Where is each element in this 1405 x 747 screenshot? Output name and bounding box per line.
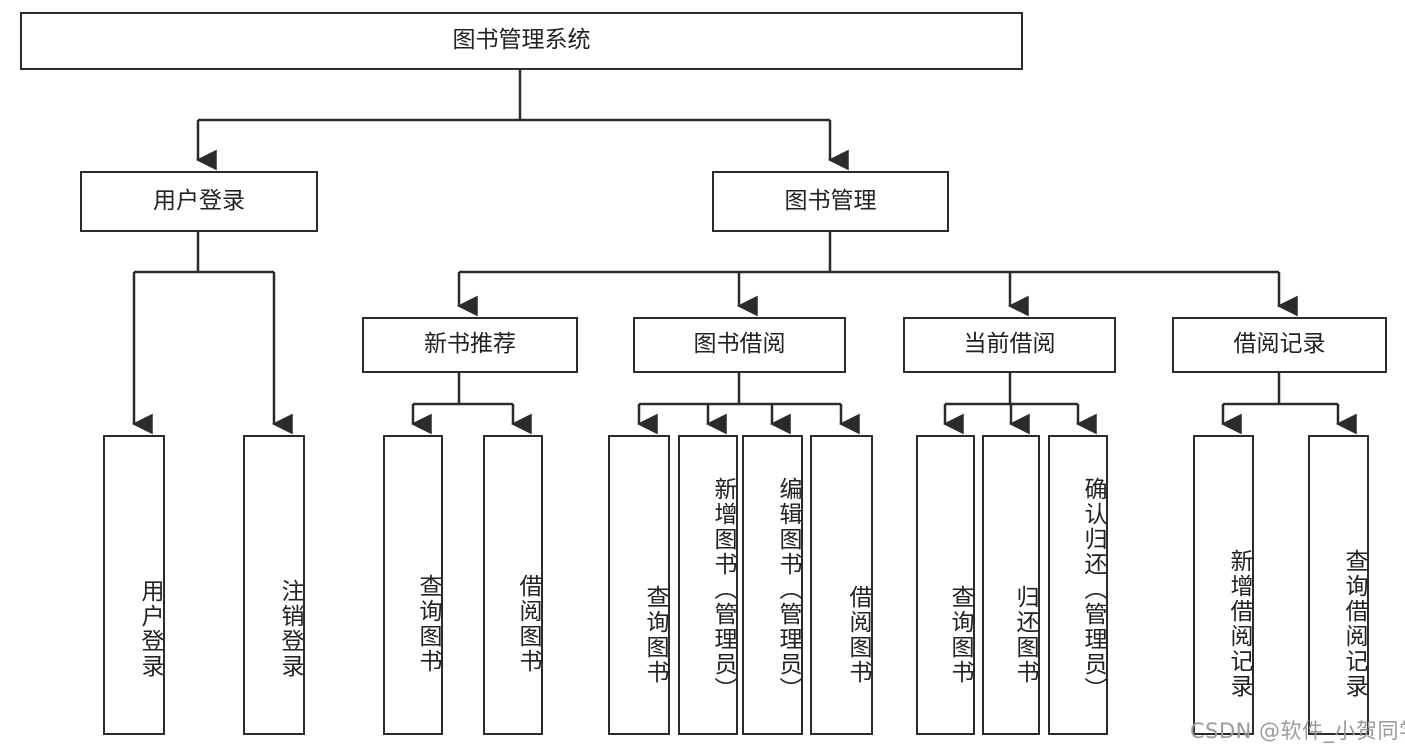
node-label: 借阅图书: [845, 585, 871, 685]
node-label: 编辑图书（管理员）: [775, 476, 801, 702]
leaf-newbook-query-book[interactable]: 查询图书: [383, 435, 443, 735]
node-root-library-system[interactable]: 图书管理系统: [20, 12, 1023, 70]
node-label: 查询图书: [947, 585, 973, 685]
node-label: 图书管理: [784, 187, 877, 214]
node-user-login[interactable]: 用户登录: [80, 171, 318, 232]
node-label: 图书借阅: [693, 331, 786, 358]
node-current-borrow[interactable]: 当前借阅: [903, 317, 1116, 373]
watermark-text: CSDN @软件_小贺同学: [1190, 719, 1405, 743]
node-borrow-record[interactable]: 借阅记录: [1172, 317, 1387, 373]
node-label: 查询图书: [642, 585, 668, 685]
leaf-user-login[interactable]: 用户登录: [103, 435, 165, 735]
node-label: 新书推荐: [424, 331, 516, 358]
node-label: 借阅图书: [515, 574, 541, 674]
node-label: 确认归还（管理员）: [1080, 476, 1106, 702]
leaf-borrow-edit-book-admin[interactable]: 编辑图书（管理员）: [742, 435, 803, 735]
watermark-csdn: CSDN @软件_小贺同学: [1190, 715, 1405, 745]
node-book-borrow[interactable]: 图书借阅: [633, 317, 846, 373]
node-label: 注销登录: [277, 579, 303, 679]
node-label: 查询图书: [415, 574, 441, 674]
node-new-book-recommend[interactable]: 新书推荐: [362, 317, 578, 373]
node-label: 归还图书: [1012, 585, 1038, 685]
node-label: 图书管理系统: [452, 27, 591, 54]
node-label: 借阅记录: [1233, 331, 1326, 358]
leaf-newbook-borrow-book[interactable]: 借阅图书: [483, 435, 543, 735]
leaf-current-confirm-return-admin[interactable]: 确认归还（管理员）: [1048, 435, 1108, 735]
node-label: 新增借阅记录: [1226, 549, 1252, 699]
node-label: 查询借阅记录: [1341, 549, 1367, 699]
leaf-logout-login[interactable]: 注销登录: [243, 435, 305, 735]
node-label: 当前借阅: [963, 331, 1056, 358]
leaf-current-return-book[interactable]: 归还图书: [982, 435, 1040, 735]
leaf-borrow-add-book-admin[interactable]: 新增图书（管理员）: [678, 435, 738, 735]
node-label: 用户登录: [137, 579, 163, 679]
node-book-management[interactable]: 图书管理: [712, 171, 949, 232]
leaf-record-add-record[interactable]: 新增借阅记录: [1193, 435, 1254, 735]
leaf-current-query-book[interactable]: 查询图书: [916, 435, 975, 735]
leaf-borrow-borrow-book[interactable]: 借阅图书: [810, 435, 873, 735]
leaf-record-query-record[interactable]: 查询借阅记录: [1308, 435, 1369, 735]
node-label: 新增图书（管理员）: [710, 476, 736, 702]
node-label: 用户登录: [153, 187, 245, 214]
leaf-borrow-query-book[interactable]: 查询图书: [608, 435, 670, 735]
